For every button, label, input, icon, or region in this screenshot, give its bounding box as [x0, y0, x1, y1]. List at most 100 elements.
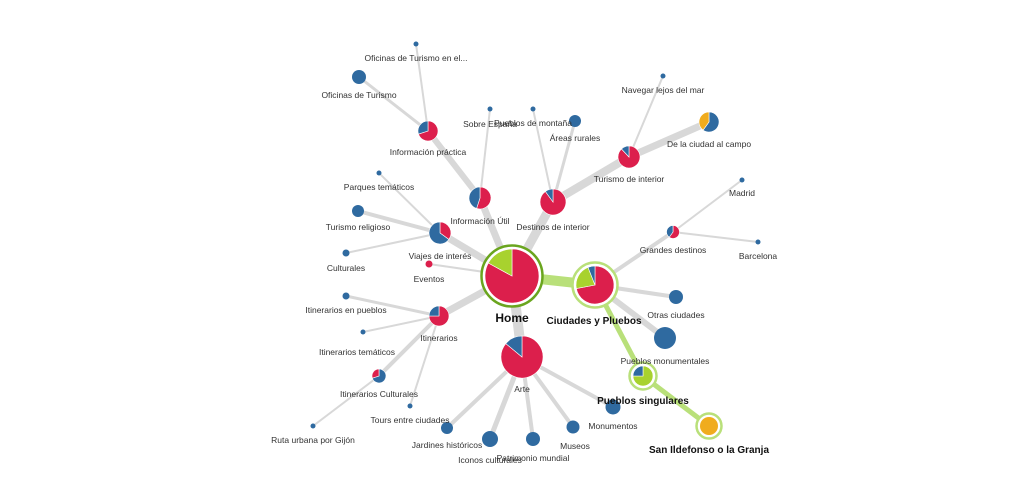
node-museos[interactable]: [566, 420, 580, 434]
node-turismoint[interactable]: [617, 145, 641, 169]
label-parques: Parques temáticos: [344, 182, 414, 192]
node-sanildefonso[interactable]: [695, 412, 723, 440]
label-iconos: Iconos culturales: [458, 455, 522, 465]
slice-oficinas-0: [352, 70, 366, 84]
label-culturales: Culturales: [327, 263, 365, 273]
label-turismoint: Turismo de interior: [594, 174, 665, 184]
node-itincult[interactable]: [371, 368, 387, 384]
slice-pueblosmont-0: [530, 106, 536, 112]
node-tours[interactable]: [407, 403, 413, 409]
label-tours: Tours entre ciudades: [371, 415, 450, 425]
slice-monumentales-0: [654, 327, 676, 349]
label-navegar: Navegar lejos del mar: [622, 85, 705, 95]
slice-barcelona-0: [755, 239, 761, 245]
node-sobre[interactable]: [487, 106, 493, 112]
node-areas[interactable]: [569, 115, 581, 127]
slice-destinos-1: [544, 188, 554, 203]
node-singulares[interactable]: [628, 361, 658, 391]
slice-patrimonio-0: [526, 432, 540, 446]
label-sanildefonso: San Ildefonso o la Granja: [649, 445, 769, 456]
label-otras: Otras ciudades: [647, 310, 704, 320]
label-sobre: Sobre España: [463, 119, 517, 129]
label-eventos: Eventos: [414, 274, 445, 284]
node-viajes[interactable]: [428, 221, 452, 245]
node-ruta[interactable]: [310, 423, 316, 429]
link-grandes-barcelona: [672, 231, 759, 243]
node-itinpueb[interactable]: [342, 292, 350, 300]
slice-infoprac-1: [417, 120, 429, 135]
label-ruta: Ruta urbana por Gijón: [271, 435, 355, 445]
node-monumentales[interactable]: [654, 327, 676, 349]
label-viajes: Viajes de interés: [409, 251, 472, 261]
label-itinpueb: Itinerarios en pueblos: [305, 305, 386, 315]
link-destinos-areas: [551, 119, 577, 204]
slice-oficinasen-0: [413, 41, 419, 47]
link-viajes-parques: [378, 172, 441, 234]
link-infoutil-infoprac: [425, 128, 483, 201]
node-religioso[interactable]: [352, 205, 364, 217]
slice-navegar-0: [660, 73, 666, 79]
slice-itincult-1: [371, 368, 380, 379]
label-areas: Áreas rurales: [550, 133, 601, 143]
slice-grandes-0: [668, 225, 680, 239]
nodes-layer: [310, 41, 761, 447]
label-oficinasen: Oficinas de Turismo en el...: [365, 53, 468, 63]
node-campo[interactable]: [698, 111, 720, 133]
node-arte[interactable]: [500, 335, 544, 379]
node-itintem[interactable]: [360, 329, 366, 335]
node-pueblosmont[interactable]: [530, 106, 536, 112]
slice-itintem-0: [360, 329, 366, 335]
node-otras[interactable]: [669, 290, 683, 304]
node-patrimonio[interactable]: [526, 432, 540, 446]
node-oficinas[interactable]: [352, 70, 366, 84]
label-grandes: Grandes destinos: [640, 245, 707, 255]
label-destinos: Destinos de interior: [516, 222, 589, 232]
slice-sanildefonso-0: [700, 417, 718, 435]
node-grandes[interactable]: [666, 225, 680, 239]
link-itinerarios-itinpueb: [344, 294, 441, 318]
node-madrid[interactable]: [739, 177, 745, 183]
node-itinerarios[interactable]: [428, 305, 450, 327]
link-destinos-turismoint: [549, 153, 633, 206]
link-destinos-pueblosmont: [532, 108, 554, 203]
label-oficinas: Oficinas de Turismo: [321, 90, 396, 100]
label-itincult: Itinerarios Culturales: [340, 389, 418, 399]
node-eventos[interactable]: [425, 260, 433, 268]
link-turismoint-navegar: [628, 75, 664, 158]
node-navegar[interactable]: [660, 73, 666, 79]
link-infoutil-sobre: [479, 108, 491, 199]
node-infoutil[interactable]: [468, 186, 492, 210]
label-itinerarios: Itinerarios: [420, 333, 457, 343]
slice-otras-0: [669, 290, 683, 304]
link-viajes-religioso: [356, 209, 442, 235]
node-infoprac[interactable]: [417, 120, 439, 142]
node-culturales[interactable]: [342, 249, 350, 257]
link-itinerarios-tours: [409, 315, 440, 407]
slice-eventos-0: [425, 260, 433, 268]
link-itincult-ruta: [312, 375, 380, 427]
slice-turismoint-1: [621, 145, 630, 158]
node-jardines[interactable]: [441, 422, 453, 434]
slice-arte-0: [500, 335, 544, 379]
node-destinos[interactable]: [539, 188, 567, 216]
slice-ciudades-2: [587, 265, 596, 286]
node-home[interactable]: [480, 244, 544, 308]
node-barcelona[interactable]: [755, 239, 761, 245]
node-oficinasen[interactable]: [413, 41, 419, 47]
node-ciudades[interactable]: [571, 261, 619, 309]
link-itinerarios-itincult: [377, 314, 441, 378]
slice-sobre-0: [487, 106, 493, 112]
node-iconos[interactable]: [482, 431, 498, 447]
link-turismoint-campo: [625, 118, 713, 161]
slice-madrid-0: [739, 177, 745, 183]
label-barcelona: Barcelona: [739, 251, 778, 261]
link-infoprac-oficinasen: [415, 43, 429, 132]
slice-tours-0: [407, 403, 413, 409]
node-parques[interactable]: [376, 170, 382, 176]
slice-areas-0: [569, 115, 581, 127]
label-madrid: Madrid: [729, 188, 755, 198]
node-monumentos[interactable]: [605, 399, 621, 415]
slice-campo-0: [702, 111, 720, 133]
